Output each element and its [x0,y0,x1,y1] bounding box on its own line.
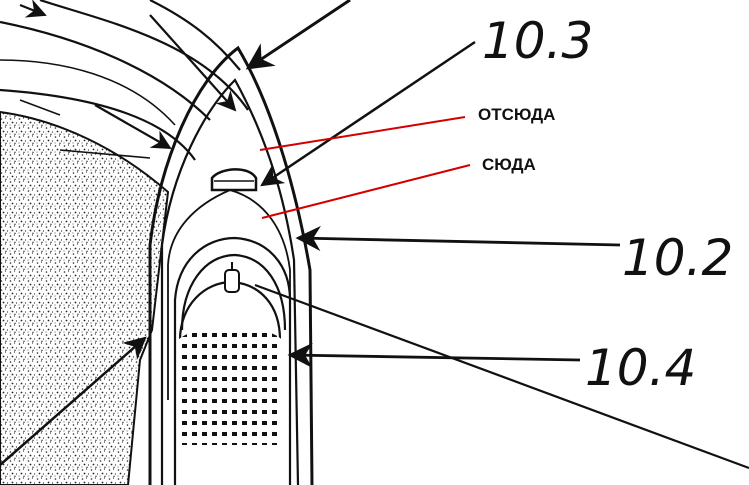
dotted-filling [178,326,282,445]
annotation-line-from [259,116,466,151]
leader-10-4 [287,342,581,368]
callout-10-2: 10.2 [622,229,733,287]
tip-cap [210,168,258,192]
left-arrow [0,336,147,466]
annotation-from-here: ОТСЮДА [478,105,555,124]
callout-10-4: 10.4 [585,339,696,397]
diagonal-line [254,283,749,470]
annotation-to-here: СЮДА [482,155,536,174]
flow-lines [0,0,249,161]
small-component [224,262,240,293]
annotation-line-to [261,164,471,219]
leader-10-2 [295,225,621,252]
stippled-region [0,110,170,485]
leader-10-3 [245,0,351,70]
leader-10-3b [260,40,476,187]
callout-10-3: 10.3 [482,12,593,70]
